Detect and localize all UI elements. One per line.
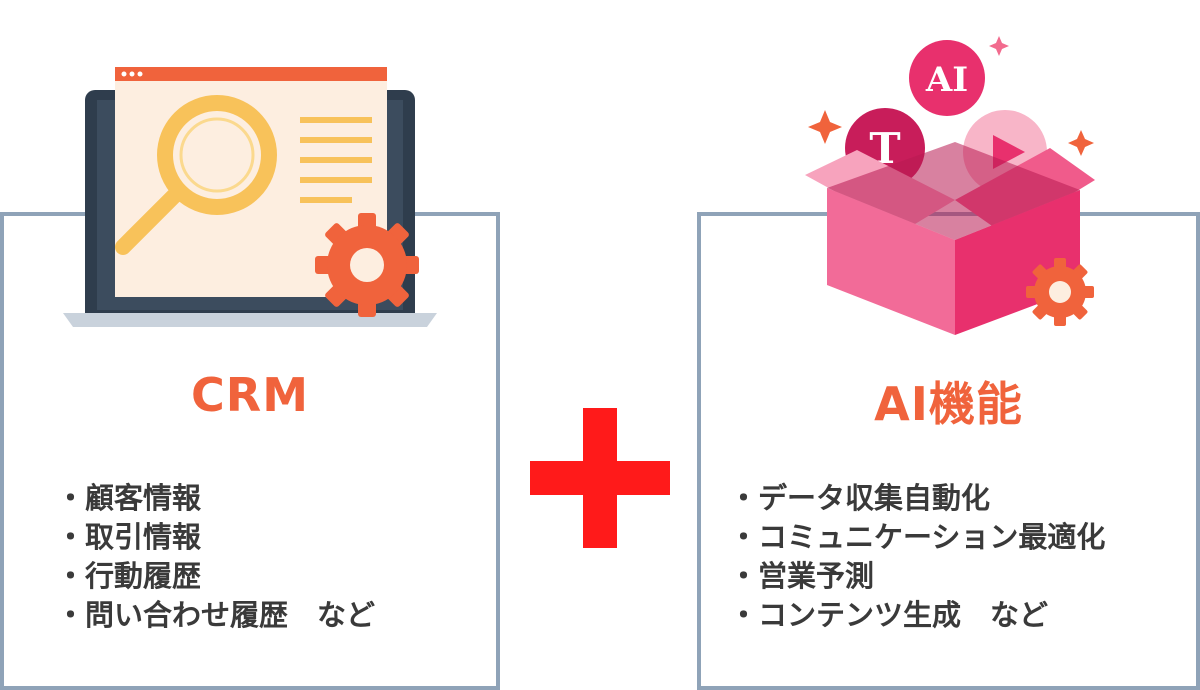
ai-feature-list: ・データ収集自動化 ・コミュニケーション最適化 ・営業予測 ・コンテンツ生成 な… xyxy=(729,479,1105,635)
ai-badge-label: AI xyxy=(925,60,968,100)
list-item: ・行動履歴 xyxy=(56,559,202,593)
list-item: ・コミュニケーション最適化 xyxy=(729,520,1106,554)
ai-title: AI機能 xyxy=(874,377,1023,431)
list-item: ・問い合わせ履歴 など xyxy=(56,598,376,632)
list-item: ・コンテンツ生成 など xyxy=(729,598,1049,632)
list-item: ・営業予測 xyxy=(729,559,875,593)
list-item: ・顧客情報 xyxy=(56,481,202,515)
crm-title: CRM xyxy=(191,368,309,422)
list-item: ・データ収集自動化 xyxy=(729,481,991,515)
gift-box-ai-icon: AI T xyxy=(805,36,1095,335)
list-item: ・取引情報 xyxy=(56,520,202,554)
plus-icon xyxy=(530,408,670,548)
laptop-magnifier-gear-icon xyxy=(63,67,437,327)
crm-feature-list: ・顧客情報 ・取引情報 ・行動履歴 ・問い合わせ履歴 など xyxy=(56,479,375,635)
